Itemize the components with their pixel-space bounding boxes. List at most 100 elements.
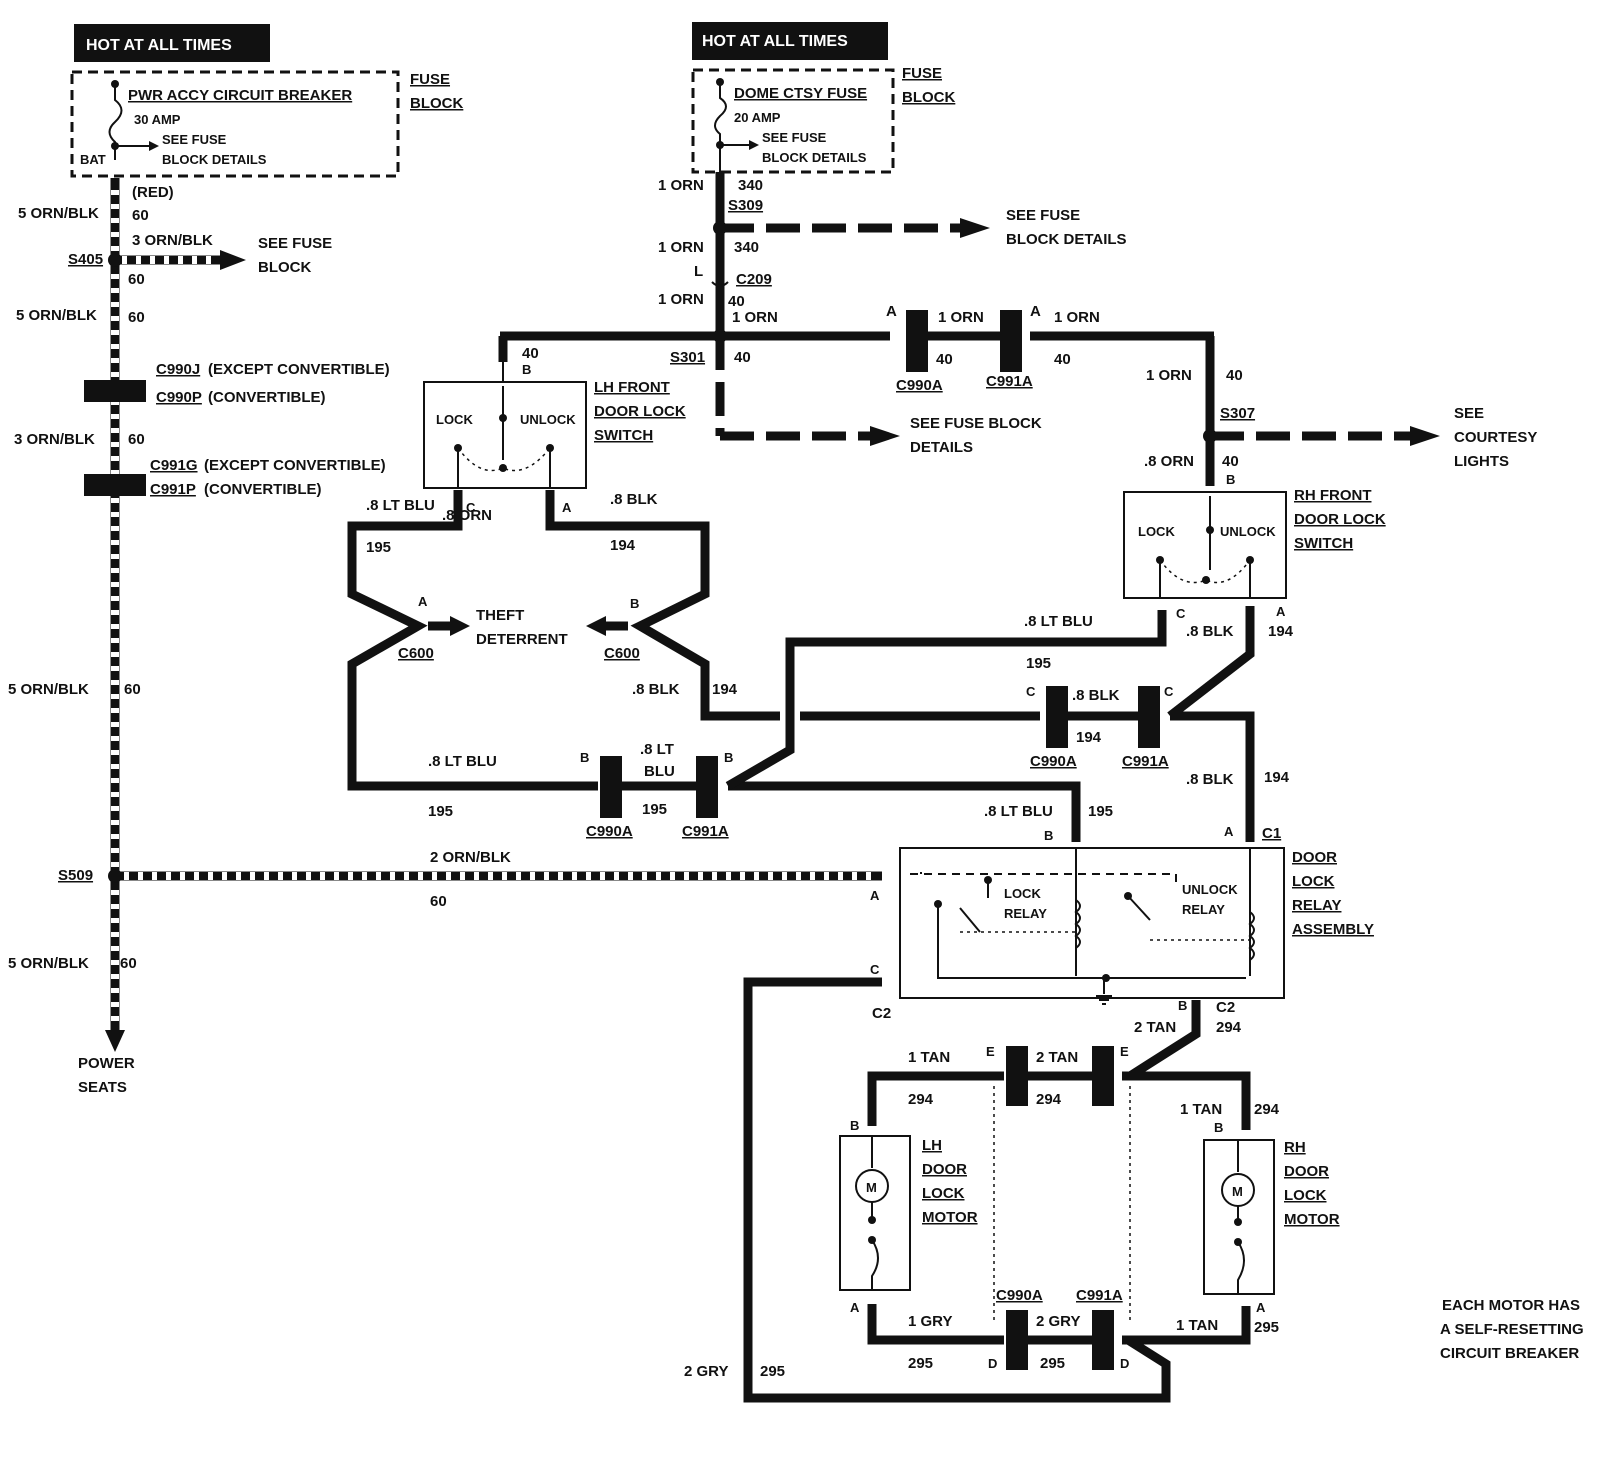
theft-8blk: .8 BLK — [632, 681, 680, 698]
circuit-60-1: 60 — [132, 207, 149, 224]
lh-40: 40 — [522, 345, 539, 362]
relay-unlock-1: UNLOCK — [1182, 882, 1238, 897]
relay-pin-a: A — [1224, 824, 1234, 839]
motor-295-b: 295 — [1040, 1355, 1065, 1372]
motor-1tan: 1 TAN — [908, 1049, 950, 1066]
top-1orn-2: 1 ORN — [658, 239, 704, 256]
relay-pin-b2: B — [1178, 998, 1187, 1013]
lh-motor-pin-b: B — [850, 1118, 859, 1133]
mid-c991a-2: C991A — [1122, 753, 1169, 770]
rh-motor-icon — [1221, 1173, 1255, 1207]
motor-295-a: 295 — [908, 1355, 933, 1372]
splice-s309: S309 — [728, 197, 763, 214]
top-40-5: 40 — [1226, 367, 1243, 384]
rh-motor-title-4: MOTOR — [1284, 1211, 1340, 1228]
connector-c209: C209 — [736, 271, 772, 288]
motor-294: 294 — [1216, 1019, 1242, 1036]
mid-pin-c1: C — [1026, 684, 1036, 699]
top-1orn-6: 1 ORN — [1054, 309, 1100, 326]
c991p-text: (CONVERTIBLE) — [204, 481, 322, 498]
theft-title-1: THEFT — [476, 607, 524, 624]
splice-s307: S307 — [1220, 405, 1255, 422]
splice-s509: S509 — [58, 867, 93, 884]
c991a-d-connector — [1092, 1310, 1114, 1370]
see-fuse-block-2: BLOCK — [258, 259, 311, 276]
circuit-60-3: 60 — [128, 309, 145, 326]
note-line-3: CIRCUIT BREAKER — [1440, 1345, 1579, 1362]
mid-195-4: 195 — [1088, 803, 1113, 820]
lh-unlock: UNLOCK — [520, 412, 576, 427]
lh-title-1: LH FRONT — [594, 379, 670, 396]
circuit-breaker-note: EACH MOTOR HAS A SELF-RESETTING CIRCUIT … — [1440, 1297, 1584, 1362]
relay-title-1: DOOR — [1292, 849, 1337, 866]
top-340-1: 340 — [738, 177, 763, 194]
relay-pin-c: C — [870, 962, 880, 977]
relay-title-2: LOCK — [1292, 873, 1335, 890]
fuse-block-label-1: FUSE — [410, 71, 450, 88]
theft-194: 194 — [712, 681, 738, 698]
motor-pin-e2: E — [1120, 1044, 1129, 1059]
mid-8ltblu-1: .8 LT BLU — [428, 753, 497, 770]
theft-pin-a: A — [418, 594, 428, 609]
s509-60: 60 — [430, 893, 447, 910]
power-seats-1: POWER — [78, 1055, 135, 1072]
note-line-1: EACH MOTOR HAS — [1442, 1297, 1580, 1314]
c991a-mid-connector — [696, 756, 718, 818]
fuse-block-label-2: BLOCK — [410, 95, 463, 112]
lh-motor-title-1: LH — [922, 1137, 942, 1154]
relay-title-4: ASSEMBLY — [1292, 921, 1374, 938]
motor-2tan-mid: 2 TAN — [1036, 1049, 1078, 1066]
courtesy-1: SEE — [1454, 405, 1484, 422]
splice-s301: S301 — [670, 349, 705, 366]
motor-1gry: 1 GRY — [908, 1313, 952, 1330]
mid-connectors: .8 LT BLU B .8 LT BLU B 195 195 C990A C9… — [428, 606, 1294, 842]
motor-pin-e1: E — [986, 1044, 995, 1059]
lh-motor-title-4: MOTOR — [922, 1209, 978, 1226]
mid-c990a: C990A — [586, 823, 633, 840]
courtesy-3: LIGHTS — [1454, 453, 1509, 470]
relay-lock-1: LOCK — [1004, 886, 1041, 901]
motor-2gry-left: 2 GRY — [684, 1363, 728, 1380]
pin-l: L — [694, 263, 703, 280]
mid-195-3: 195 — [1026, 655, 1051, 672]
s509-2ornblk: 2 ORN/BLK — [430, 849, 511, 866]
door-lock-motors: M M 2 TAN 294 E 1 TAN 294 2 TAN 294 E 1 … — [684, 1019, 1340, 1380]
pin-a-c990a: A — [886, 303, 897, 320]
relay-pin-a2: A — [870, 888, 880, 903]
c990a-top-connector — [906, 310, 928, 372]
motor-1tan-right: 1 TAN — [1180, 1101, 1222, 1118]
breaker-amp: 30 AMP — [134, 112, 181, 127]
top-40-4: 40 — [1054, 351, 1071, 368]
motor-c990a: C990A — [996, 1287, 1043, 1304]
top-40-1: 40 — [728, 293, 745, 310]
relay-c2-left: C2 — [872, 1005, 891, 1022]
circuit-60-2: 60 — [128, 271, 145, 288]
lh-motor-m: M — [866, 1180, 877, 1195]
c991g-label: C991G — [150, 457, 198, 474]
dome-fuse-feed: 1 ORN 340 S309 SEE FUSE BLOCK DETAILS 1 … — [498, 172, 1537, 487]
rh-pin-c: C — [1176, 606, 1186, 621]
wire-5ornblk-4: 5 ORN/BLK — [8, 681, 89, 698]
lh-motor-title-2: DOOR — [922, 1161, 967, 1178]
circuit-60-4: 60 — [128, 431, 145, 448]
theft-deterrent: A B THEFT DETERRENT C600 C600 .8 BLK 194 — [398, 594, 738, 698]
top-1orn-4: 1 ORN — [732, 309, 778, 326]
mid-8blk-2: .8 BLK — [1186, 623, 1234, 640]
rh-title-2: DOOR LOCK — [1294, 511, 1386, 528]
s301-see2: DETAILS — [910, 439, 973, 456]
c990p-label: C990P — [156, 389, 202, 406]
dome-see2: BLOCK DETAILS — [762, 150, 867, 165]
c991g-text: (EXCEPT CONVERTIBLE) — [204, 457, 386, 474]
relay-pin-b: B — [1044, 828, 1053, 843]
c990p-text: (CONVERTIBLE) — [208, 389, 326, 406]
relay-lock-2: RELAY — [1004, 906, 1047, 921]
lh-8blk: .8 BLK — [610, 491, 658, 508]
lh-motor-pin-a: A — [850, 1300, 860, 1315]
mid-8ltblu-3: .8 LT BLU — [1024, 613, 1093, 630]
c990a-e-connector — [1006, 1046, 1028, 1106]
rh-motor-pin-b: B — [1214, 1120, 1223, 1135]
breaker-see1: SEE FUSE — [162, 132, 227, 147]
left-feed-circuit: (RED) 5 ORN/BLK 60 S405 3 ORN/BLK SEE FU… — [8, 178, 390, 1096]
motor-pin-d1: D — [988, 1356, 997, 1371]
mid-c991a: C991A — [682, 823, 729, 840]
